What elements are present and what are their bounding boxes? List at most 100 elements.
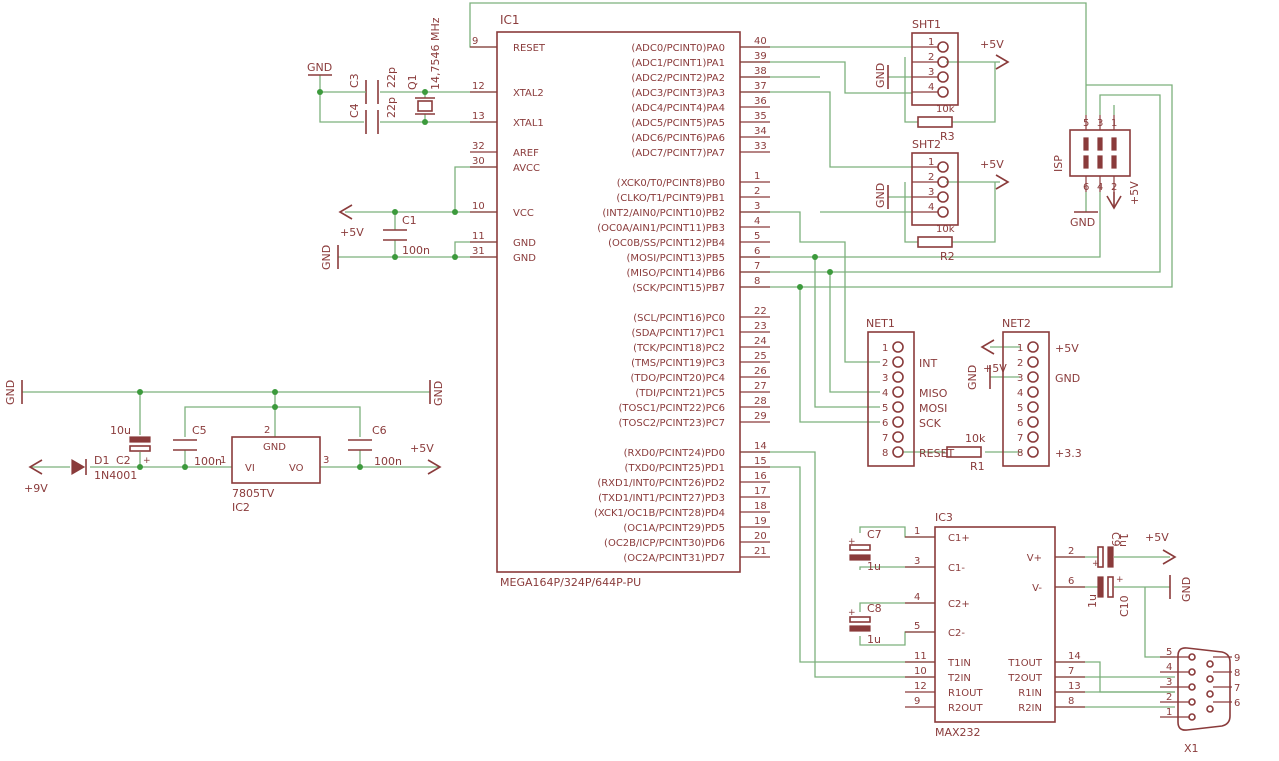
ic3-pin-name: C2+ bbox=[948, 599, 970, 610]
sht1-vcc: +5V bbox=[980, 38, 1004, 51]
c3-ref: C3 bbox=[348, 73, 361, 88]
ic3-pin-num: 13 bbox=[1068, 681, 1081, 692]
ic1-pin-num: 34 bbox=[754, 126, 767, 137]
ic1-pin-name: (XCK0/T0/PCINT8)PB0 bbox=[617, 178, 725, 189]
ic1-pin-num: 2 bbox=[754, 186, 760, 197]
ic3-pin-name: T2IN bbox=[947, 673, 971, 684]
ic2-ref: IC2 bbox=[232, 501, 250, 514]
r3-ref: R3 bbox=[940, 130, 955, 143]
ic3-pin-name: C1- bbox=[948, 563, 965, 574]
ic1-pin-num: 18 bbox=[754, 501, 767, 512]
sht1-pin-num: 2 bbox=[928, 52, 934, 63]
ic1-pin-num: 35 bbox=[754, 111, 767, 122]
c9: + C9 1u +5V bbox=[1092, 531, 1177, 569]
ic3-pin-num: 1 bbox=[914, 526, 920, 537]
ic2-pin-gnd: GND bbox=[263, 442, 286, 453]
sht2-pin-num: 1 bbox=[928, 157, 934, 168]
ic3-pin-name: R1OUT bbox=[948, 688, 984, 699]
ic1-pin-name: (SDA/PCINT17)PC1 bbox=[631, 328, 725, 339]
ic3-pin-name: C2- bbox=[948, 628, 965, 639]
c5-ref: C5 bbox=[192, 424, 207, 437]
ic1-pin-num: 16 bbox=[754, 471, 767, 482]
ic1-pin-num: 40 bbox=[754, 36, 767, 47]
c2-polarity: + bbox=[143, 456, 151, 466]
ic3-pin-num: 6 bbox=[1068, 576, 1074, 587]
c2-value: 10u bbox=[110, 424, 131, 437]
svg-text:+: + bbox=[848, 608, 856, 618]
ic1-pin-name: (ADC6/PCINT6)PA6 bbox=[631, 133, 725, 144]
ic1: IC1 MEGA164P/324P/644P-PU 9RESET12XTAL21… bbox=[470, 13, 770, 589]
sht2-pin-num: 4 bbox=[928, 202, 934, 213]
ic3-pin-name: V- bbox=[1032, 583, 1042, 594]
ic1-pin-num: 11 bbox=[472, 231, 485, 242]
ic1-pin-num: 24 bbox=[754, 336, 767, 347]
ic3-pin-num: 12 bbox=[914, 681, 927, 692]
net1-pin-label: MISO bbox=[919, 387, 948, 400]
ic2-pin-vo: VO bbox=[289, 463, 304, 474]
c6-value: 100n bbox=[374, 455, 402, 468]
reg-gnd-right: GND bbox=[432, 381, 445, 406]
x1-pin-num: 8 bbox=[1234, 668, 1240, 679]
ic1-pin-num: 8 bbox=[754, 276, 760, 287]
net2-pin-num: 3 bbox=[1017, 373, 1023, 384]
ic1-pin-num: 9 bbox=[472, 36, 478, 47]
x1-pin-num: 1 bbox=[1166, 707, 1172, 718]
c1-ref: C1 bbox=[402, 214, 417, 227]
ic1-pin-name: (RXD0/PCINT24)PD0 bbox=[624, 448, 725, 459]
ic1-pin-num: 5 bbox=[754, 231, 760, 242]
net2-pin-num: 5 bbox=[1017, 403, 1023, 414]
ic1-pin-num: 25 bbox=[754, 351, 767, 362]
ic1-pin-name: AVCC bbox=[513, 163, 540, 174]
ic3-pin-num: 4 bbox=[914, 592, 920, 603]
ic3-pin-num: 5 bbox=[914, 621, 920, 632]
x1-ref: X1 bbox=[1184, 742, 1199, 755]
c5-value: 100n bbox=[194, 455, 222, 468]
ic1-pin-name: (ADC2/PCINT2)PA2 bbox=[631, 73, 725, 84]
c7-ref: C7 bbox=[867, 528, 882, 541]
ic1-pin-name: XTAL1 bbox=[513, 118, 544, 129]
net1-pin-num: 6 bbox=[882, 418, 888, 429]
ic1-left-pins: 9RESET12XTAL213XTAL132AREF30AVCC10VCC11G… bbox=[470, 36, 546, 264]
ic3-pin-num: 8 bbox=[1068, 696, 1074, 707]
r2-value: 10k bbox=[936, 224, 955, 235]
ic3-pin-name: R2IN bbox=[1018, 703, 1042, 714]
ic1-pin-num: 14 bbox=[754, 441, 767, 452]
r2-ref: R2 bbox=[940, 250, 955, 263]
isp-pin-num: 5 bbox=[1083, 118, 1089, 129]
ic1-pin-num: 32 bbox=[472, 141, 485, 152]
c8-ref: C8 bbox=[867, 602, 882, 615]
ic1-pin-name: (OC0A/AIN1/PCINT11)PB3 bbox=[597, 223, 725, 234]
vout-label: +5V bbox=[410, 442, 434, 455]
q1-value: 14,7546 MHz bbox=[429, 17, 442, 90]
ic1-pin-num: 23 bbox=[754, 321, 767, 332]
ic2-pin-vi: VI bbox=[245, 463, 255, 474]
isp-pin-num: 4 bbox=[1097, 182, 1103, 193]
sht2-ref: SHT2 bbox=[912, 138, 941, 151]
net1-pin-num: 7 bbox=[882, 433, 888, 444]
c9-vcc: +5V bbox=[1145, 531, 1169, 544]
ic1-pin-name: (OC1A/PCINT29)PD5 bbox=[623, 523, 725, 534]
c10-value: 1u bbox=[1086, 594, 1099, 608]
net2-pin-label: +5V bbox=[1055, 342, 1079, 355]
ic1-pin-name: (SCL/PCINT16)PC0 bbox=[633, 313, 725, 324]
sht2-gnd: GND bbox=[874, 183, 887, 208]
isp-vcc: +5V bbox=[1128, 181, 1141, 205]
regulator-section: GND GND 10u C2 + C5 100n C6 100n D1 1N40… bbox=[4, 380, 445, 514]
ic1-ref: IC1 bbox=[500, 13, 520, 27]
net1-pin-label: SCK bbox=[919, 417, 942, 430]
net2-pin-label: GND bbox=[1055, 372, 1080, 385]
ic1-pin-name: (ADC7/PCINT7)PA7 bbox=[631, 148, 725, 159]
net1-pin-num: 8 bbox=[882, 448, 888, 459]
c4-value: 22p bbox=[385, 97, 398, 118]
ic1-pin-num: 20 bbox=[754, 531, 767, 542]
x1-pin-num: 2 bbox=[1166, 692, 1172, 703]
ic1-part: MEGA164P/324P/644P-PU bbox=[500, 576, 641, 589]
net2-vcc: +5V bbox=[983, 362, 1007, 375]
isp-gnd: GND bbox=[1070, 216, 1095, 229]
c10: + C10 1u GND bbox=[1086, 575, 1193, 617]
ic1-pin-name: (XCK1/OC1B/PCINT28)PD4 bbox=[594, 508, 725, 519]
wires bbox=[22, 2, 1175, 708]
supply-section: C1 100n +5V GND bbox=[320, 204, 430, 270]
